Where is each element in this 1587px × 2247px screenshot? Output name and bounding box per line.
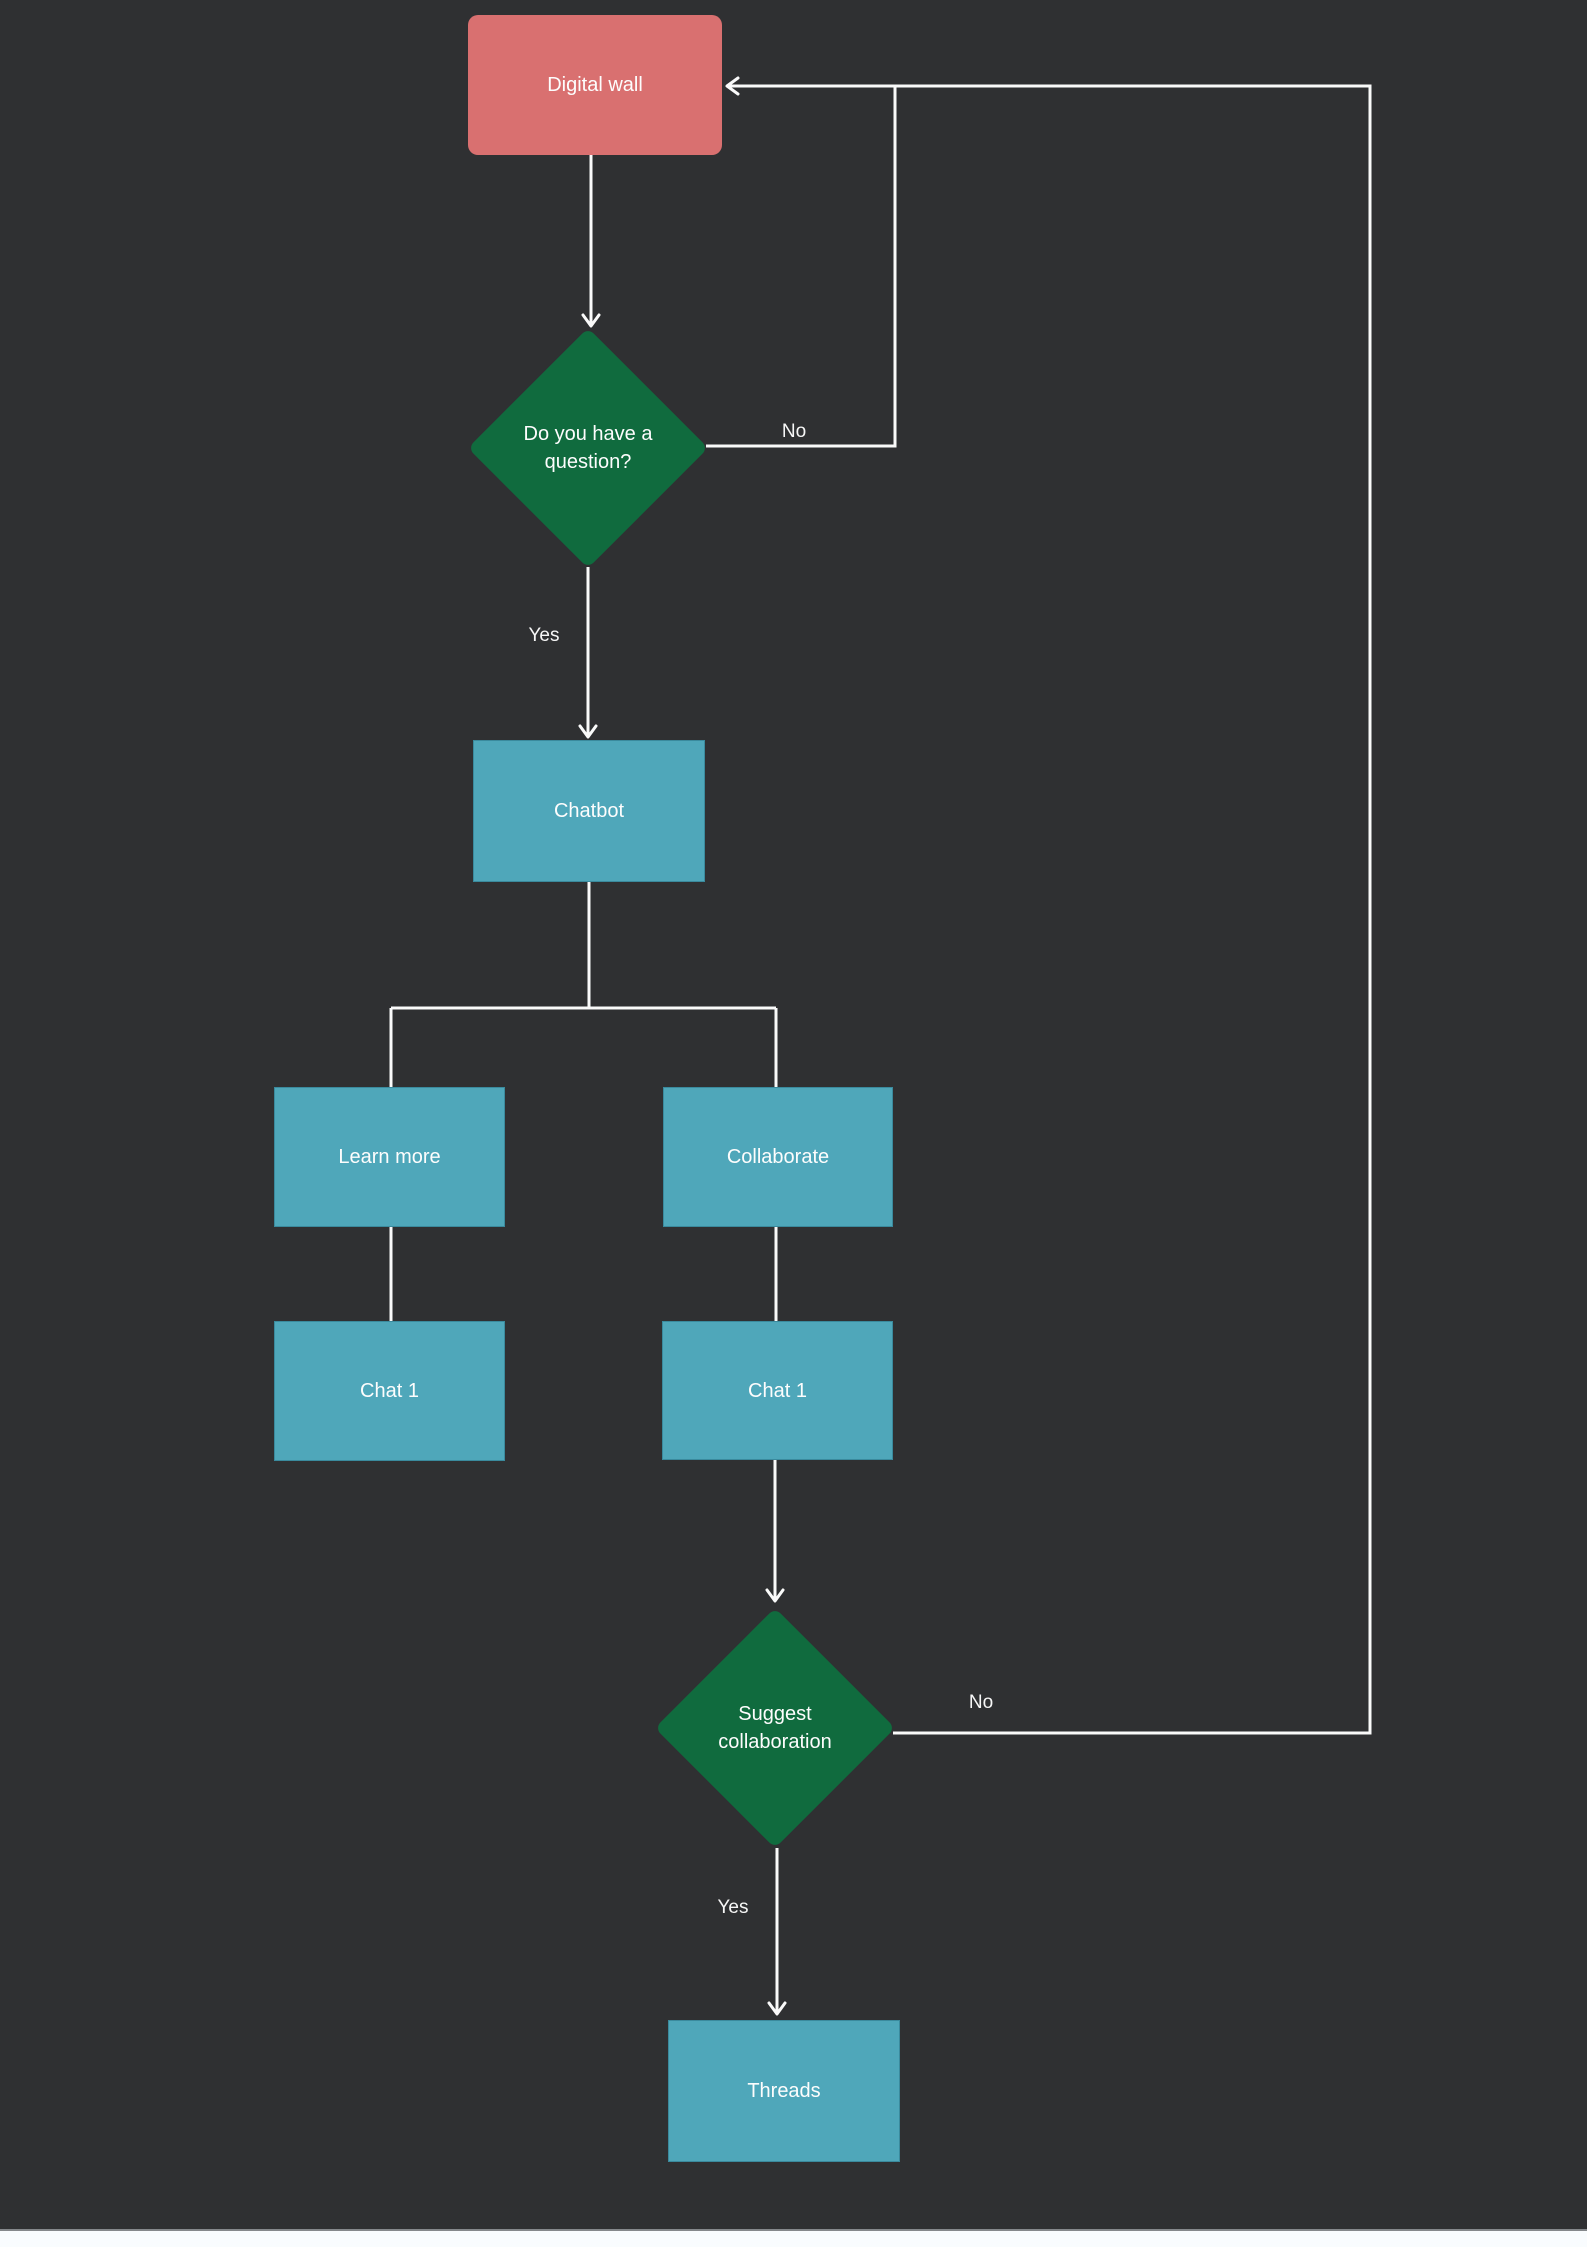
node-suggest-decision[interactable]: Suggest collaboration [654,1607,896,1849]
node-digital-wall-label: Digital wall [547,74,643,96]
node-chatbot-label: Chatbot [553,800,625,822]
node-collaborate[interactable]: Collaborate [663,1087,893,1227]
edge-question-no-loop [706,86,897,448]
node-chat1-right-label: Chat 1 [748,1379,807,1402]
node-question-decision[interactable]: Do you have a question? [467,327,709,569]
node-suggest-decision-label: Suggest collaboration [718,1703,832,1753]
bottom-bar [0,2229,1587,2247]
edge-label-question-yes: Yes [528,625,560,646]
node-collaborate-label: Collaborate [726,1146,830,1168]
node-threads-label: Threads [747,2080,821,2102]
edge-suggest-no-loop-to-digitalwall [725,76,1372,1735]
edge-chatbot-branch [389,882,778,1087]
node-threads[interactable]: Threads [668,2020,900,2162]
node-learn-more[interactable]: Learn more [274,1087,505,1227]
node-chat1-right[interactable]: Chat 1 [662,1321,893,1460]
node-digital-wall[interactable]: Digital wall [468,15,722,155]
node-chatbot[interactable]: Chatbot [473,740,705,882]
edge-label-suggest-no: No [968,1692,994,1713]
edge-label-question-no: No [781,421,807,442]
node-chat1-left-label: Chat 1 [360,1380,419,1402]
node-learn-more-label: Learn more [338,1146,441,1168]
node-chat1-left[interactable]: Chat 1 [274,1321,505,1461]
node-question-decision-label: Do you have a question? [523,423,653,473]
edge-label-suggest-yes: Yes [717,1897,749,1918]
